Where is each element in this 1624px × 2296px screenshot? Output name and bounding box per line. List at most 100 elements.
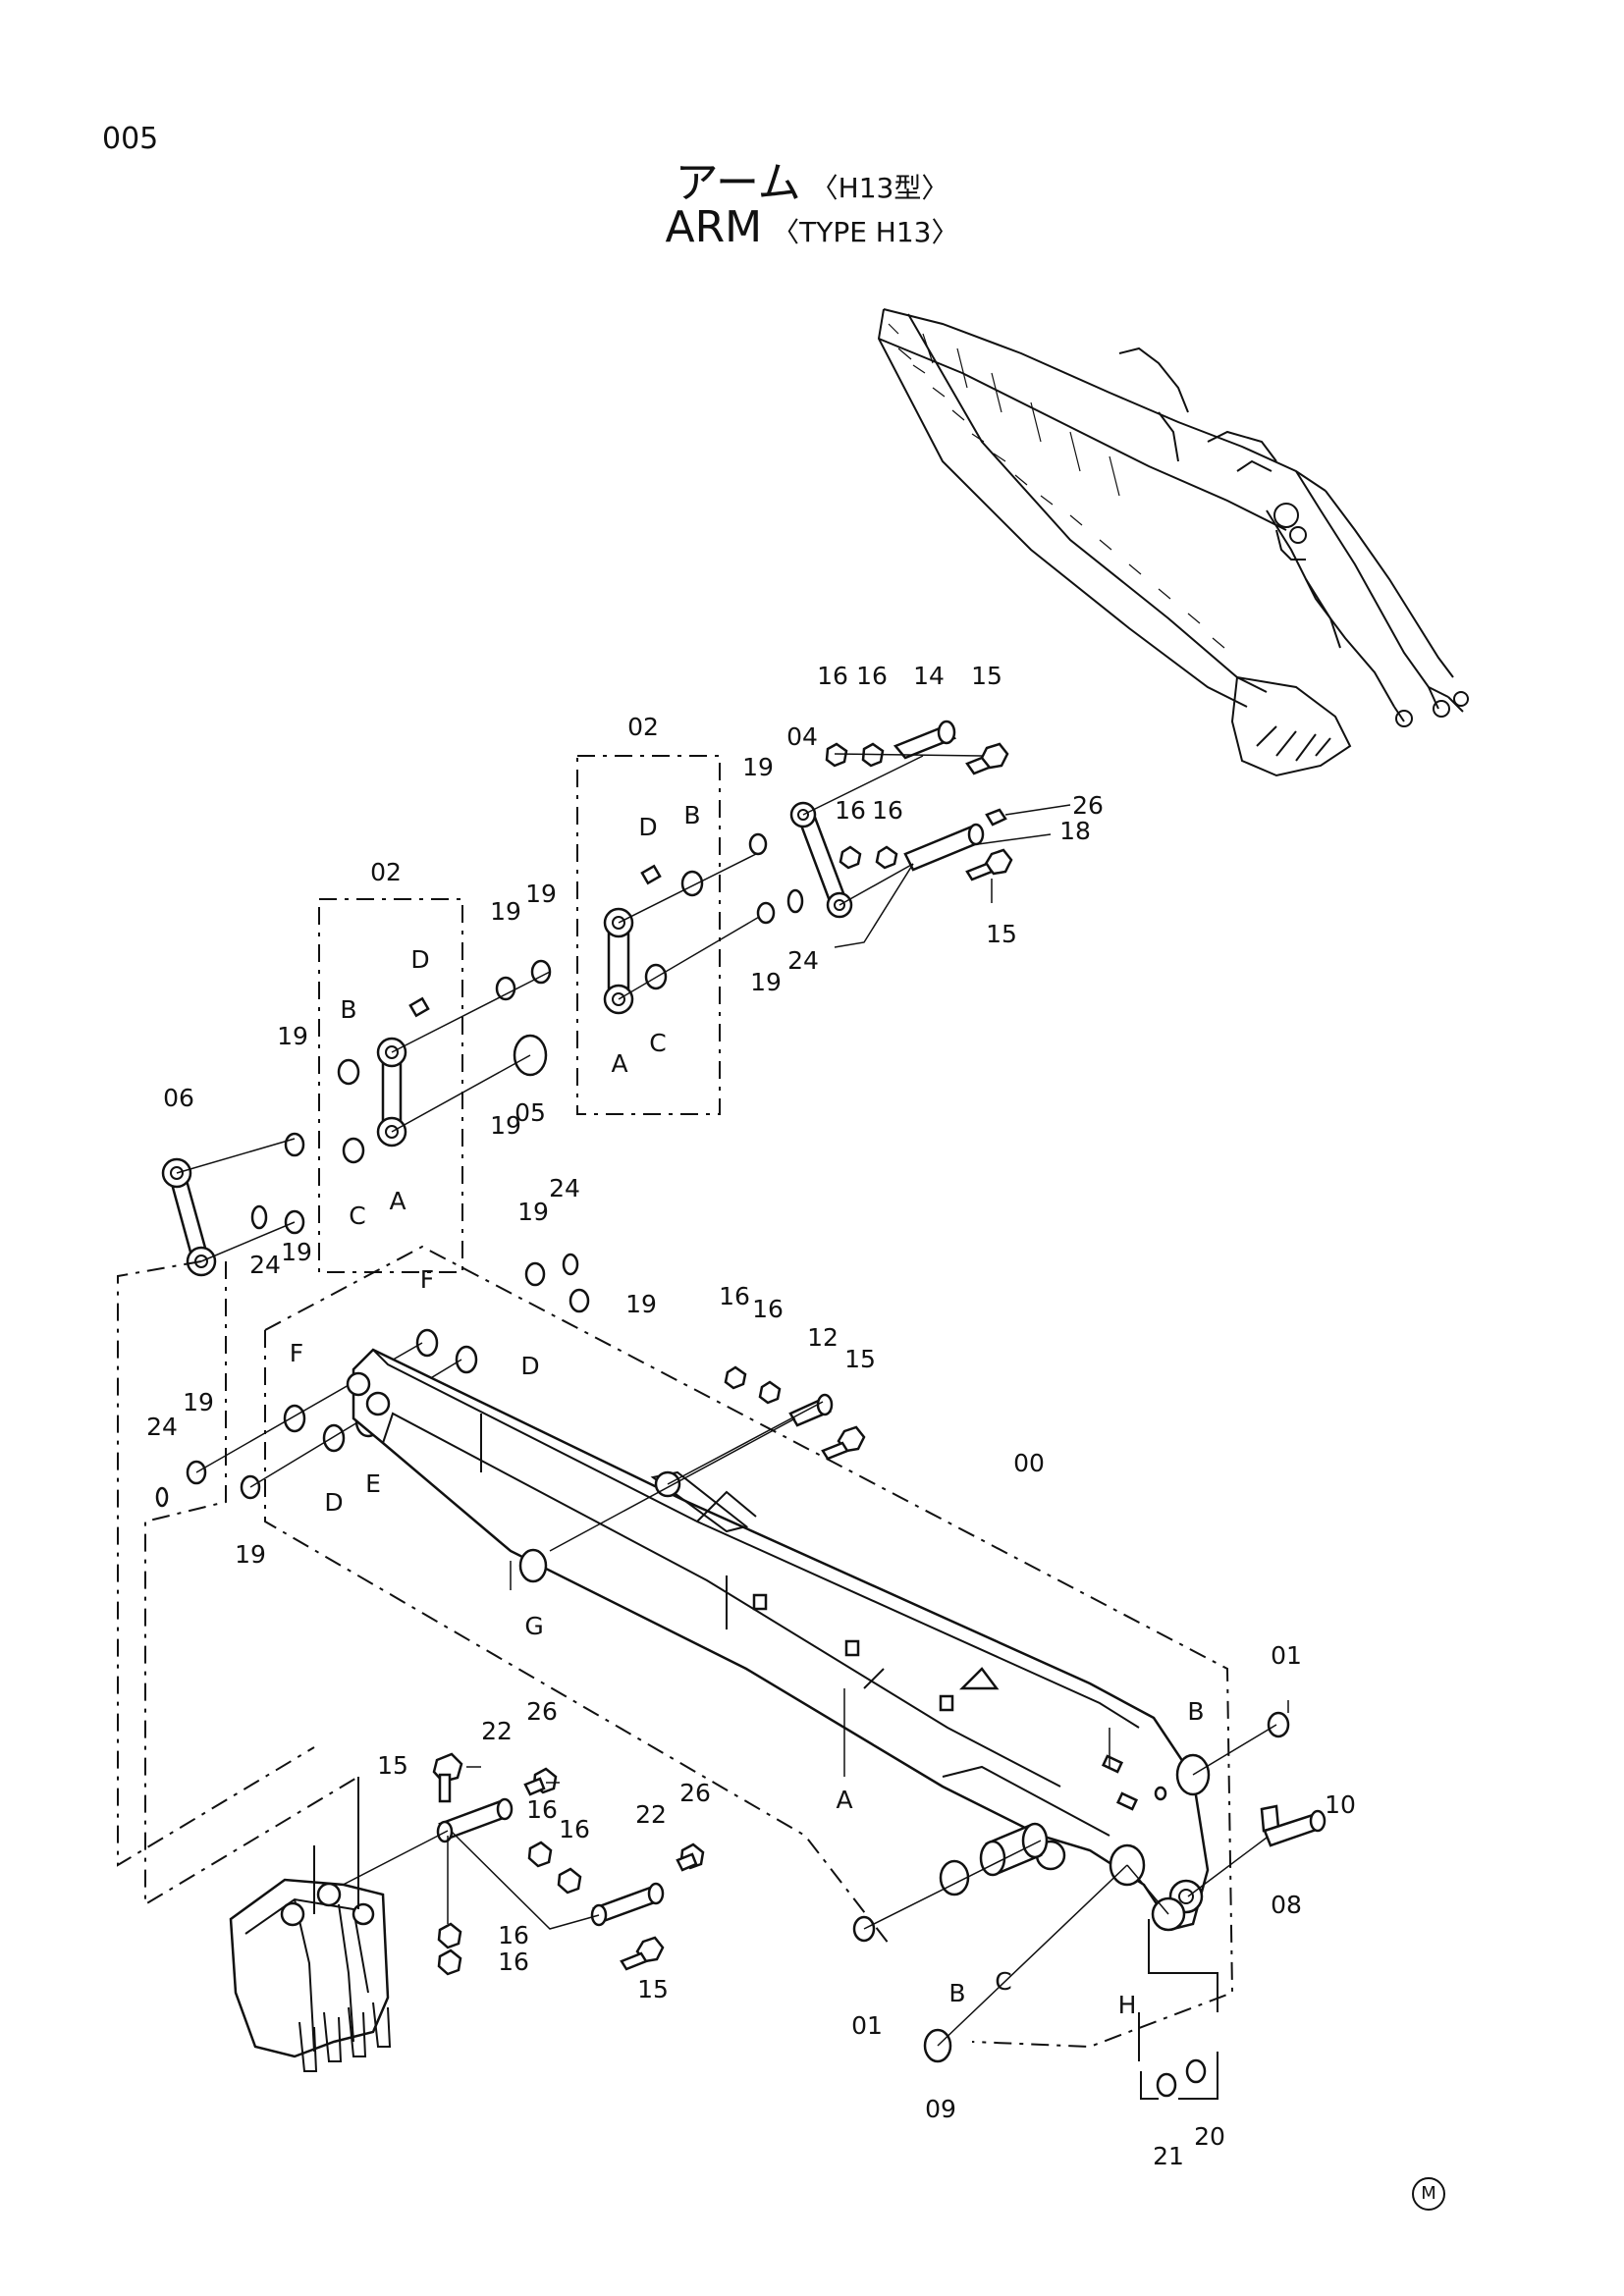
callout-24-c: 24 bbox=[549, 1174, 580, 1202]
callout-05: 05 bbox=[514, 1098, 546, 1127]
callout-16-f: 16 bbox=[752, 1295, 784, 1323]
callout-B-arm-right: B bbox=[1187, 1697, 1204, 1726]
pin-08-head bbox=[1309, 1809, 1326, 1833]
callout-21: 21 bbox=[1153, 2142, 1184, 2170]
dashed-line-bucket-b bbox=[144, 1261, 359, 1906]
callout-16-j: 16 bbox=[498, 1948, 529, 1976]
callout-19-h: 19 bbox=[625, 1290, 657, 1318]
callout-22-right: 22 bbox=[635, 1800, 667, 1829]
callout-24-b: 24 bbox=[249, 1251, 281, 1279]
callout-10: 10 bbox=[1325, 1790, 1356, 1819]
bushing-D-lower bbox=[322, 1423, 346, 1453]
callout-19-e: 19 bbox=[277, 1022, 308, 1050]
link-04 bbox=[789, 755, 924, 919]
callout-D-upper: D bbox=[520, 1352, 539, 1380]
callout-16-g: 16 bbox=[526, 1795, 558, 1824]
arm-body-00 bbox=[346, 1348, 1210, 1932]
washer-19-mid-a bbox=[495, 976, 516, 1001]
ring-24-top bbox=[562, 1253, 579, 1276]
callout-26-left: 26 bbox=[526, 1697, 558, 1726]
washer-19-top-right bbox=[568, 1288, 590, 1313]
washer-01-right bbox=[1267, 1711, 1290, 1738]
callout-B-left: B bbox=[340, 995, 356, 1024]
ring-24-far-left bbox=[155, 1486, 169, 1508]
callout-A-left: A bbox=[389, 1187, 406, 1215]
leader-lines bbox=[510, 1561, 1289, 1777]
callout-26-top: 26 bbox=[1072, 791, 1104, 820]
callout-H: H bbox=[1118, 1991, 1137, 2019]
callout-06: 06 bbox=[163, 1084, 194, 1112]
callout-B-arm-lower: B bbox=[948, 1979, 965, 2007]
callout-15-bucket-left: 15 bbox=[377, 1751, 408, 1780]
dashed-group-02-left bbox=[318, 898, 463, 1273]
callout-01-right: 01 bbox=[1271, 1641, 1302, 1670]
callout-15-bucket-right: 15 bbox=[637, 1975, 669, 2003]
callout-20: 20 bbox=[1194, 2122, 1225, 2151]
bushing-G bbox=[518, 1548, 548, 1583]
washer-19-top bbox=[524, 1261, 546, 1287]
callout-G: G bbox=[524, 1612, 543, 1640]
dashed-line-bucket-a bbox=[117, 1260, 315, 1867]
callout-A-right: A bbox=[611, 1049, 627, 1078]
callout-19-d: 19 bbox=[525, 880, 557, 908]
pin-assembly-14 bbox=[825, 720, 1009, 775]
callout-22-left: 22 bbox=[481, 1717, 513, 1745]
page-number: 005 bbox=[102, 122, 159, 156]
callout-16-e: 16 bbox=[719, 1282, 750, 1310]
link-assembly-02-right bbox=[603, 853, 767, 1015]
bushing-F-upper bbox=[415, 1328, 439, 1358]
callout-19-c: 19 bbox=[490, 897, 521, 926]
bucket-pin-assembly-left bbox=[323, 1752, 560, 1976]
callout-01-lower: 01 bbox=[851, 2011, 883, 2040]
dashed-outline-arm-00 bbox=[264, 1245, 1234, 2049]
callout-D-right: D bbox=[638, 813, 657, 841]
manufacturer-mark: M bbox=[1412, 2177, 1445, 2211]
callout-C-arm: C bbox=[995, 1967, 1011, 1996]
callout-08: 08 bbox=[1271, 1891, 1302, 1919]
callout-16-d: 16 bbox=[872, 796, 903, 825]
callout-16-h: 16 bbox=[559, 1815, 590, 1843]
callout-A-arm: A bbox=[836, 1786, 852, 1814]
callout-19-a: 19 bbox=[742, 753, 774, 781]
bushing-F-lower bbox=[283, 1404, 306, 1433]
washer-19-upper bbox=[748, 832, 768, 856]
lower-pin-assembly bbox=[852, 1822, 1169, 2063]
callout-19-b: 19 bbox=[750, 968, 782, 996]
ring-24-left bbox=[250, 1204, 268, 1230]
callout-D-lower: D bbox=[324, 1488, 343, 1517]
callout-16-a: 16 bbox=[817, 662, 848, 690]
callout-F-upper: F bbox=[420, 1265, 434, 1294]
callout-26-right: 26 bbox=[679, 1779, 711, 1807]
callout-C-left: C bbox=[349, 1201, 365, 1230]
machine-overview-illustration bbox=[877, 308, 1469, 777]
callout-C-right: C bbox=[649, 1029, 666, 1057]
bucket-illustration bbox=[229, 1777, 392, 2072]
title-en-sub: 〈TYPE H13〉 bbox=[772, 216, 959, 248]
callout-24-d: 24 bbox=[146, 1413, 178, 1441]
callout-02-left: 02 bbox=[370, 858, 402, 886]
callout-19-j: 19 bbox=[235, 1540, 266, 1569]
callout-12: 12 bbox=[807, 1323, 839, 1352]
title-jp-main: アーム bbox=[675, 158, 801, 208]
callout-16-i: 16 bbox=[498, 1921, 529, 1949]
washer-21 bbox=[1156, 2072, 1177, 2098]
callout-00: 00 bbox=[1013, 1449, 1045, 1477]
callout-04: 04 bbox=[786, 722, 818, 751]
callout-D-left: D bbox=[410, 945, 429, 974]
pin-assembly-18 bbox=[834, 804, 1071, 948]
callout-15-top: 15 bbox=[971, 662, 1002, 690]
callout-14: 14 bbox=[913, 662, 945, 690]
callout-24-a: 24 bbox=[787, 946, 819, 975]
dashed-group-02-right bbox=[576, 755, 721, 1115]
callout-E: E bbox=[365, 1469, 381, 1498]
title-jp-sub: 〈H13型〉 bbox=[810, 172, 949, 204]
washer-19-lower bbox=[756, 901, 776, 925]
bucket-pin-assembly-right bbox=[451, 1831, 705, 1971]
link-assembly-02-left bbox=[284, 971, 551, 1235]
bracket-box-20-21 bbox=[1140, 2052, 1218, 2100]
callout-B-right: B bbox=[683, 801, 700, 829]
pin-assembly-12 bbox=[549, 1365, 866, 1552]
callout-F-lower: F bbox=[290, 1339, 303, 1367]
title-japanese: アーム〈H13型〉 bbox=[0, 147, 1624, 210]
